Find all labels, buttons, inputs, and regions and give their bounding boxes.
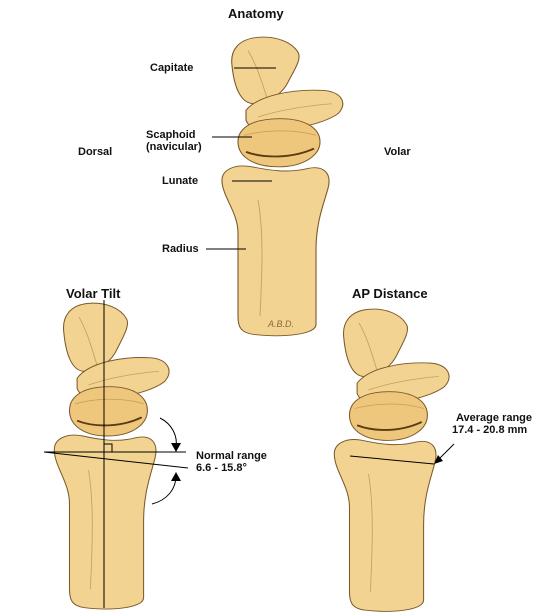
ap-pointer-arrow-head — [434, 455, 443, 464]
ap-distance-note-heading: Average range — [456, 412, 533, 424]
lower-arrow-head — [171, 472, 181, 481]
anatomy-wrist-bones — [220, 35, 344, 337]
lunate-label: Lunate — [162, 175, 199, 187]
capitate-label: Capitate — [150, 62, 194, 74]
scaphoid-label: Scaphoid — [146, 129, 196, 141]
ap-distance-note-value: 17.4 - 20.8 mm — [452, 424, 528, 436]
scaphoid-sublabel: (navicular) — [146, 141, 202, 153]
ap-distance-title: AP Distance — [352, 286, 428, 301]
tilt-line — [43, 451, 189, 469]
volar-tilt-note-heading: Normal range — [196, 450, 267, 462]
volar-label: Volar — [384, 146, 411, 158]
artist-signature: A.B.D. — [268, 319, 295, 329]
anatomy-title: Anatomy — [228, 6, 284, 21]
right-angle-marker — [104, 443, 113, 452]
radius-label: Radius — [162, 243, 199, 255]
volar-tilt-wrist-bones — [53, 302, 171, 611]
ap-distance-line — [349, 455, 435, 465]
volar-tilt-note-value: 6.6 - 15.8° — [196, 462, 247, 474]
volar-tilt-title: Volar Tilt — [66, 286, 121, 301]
ap-pointer-line — [437, 443, 455, 461]
dorsal-label: Dorsal — [78, 146, 113, 158]
upper-arrow-head — [171, 443, 181, 452]
